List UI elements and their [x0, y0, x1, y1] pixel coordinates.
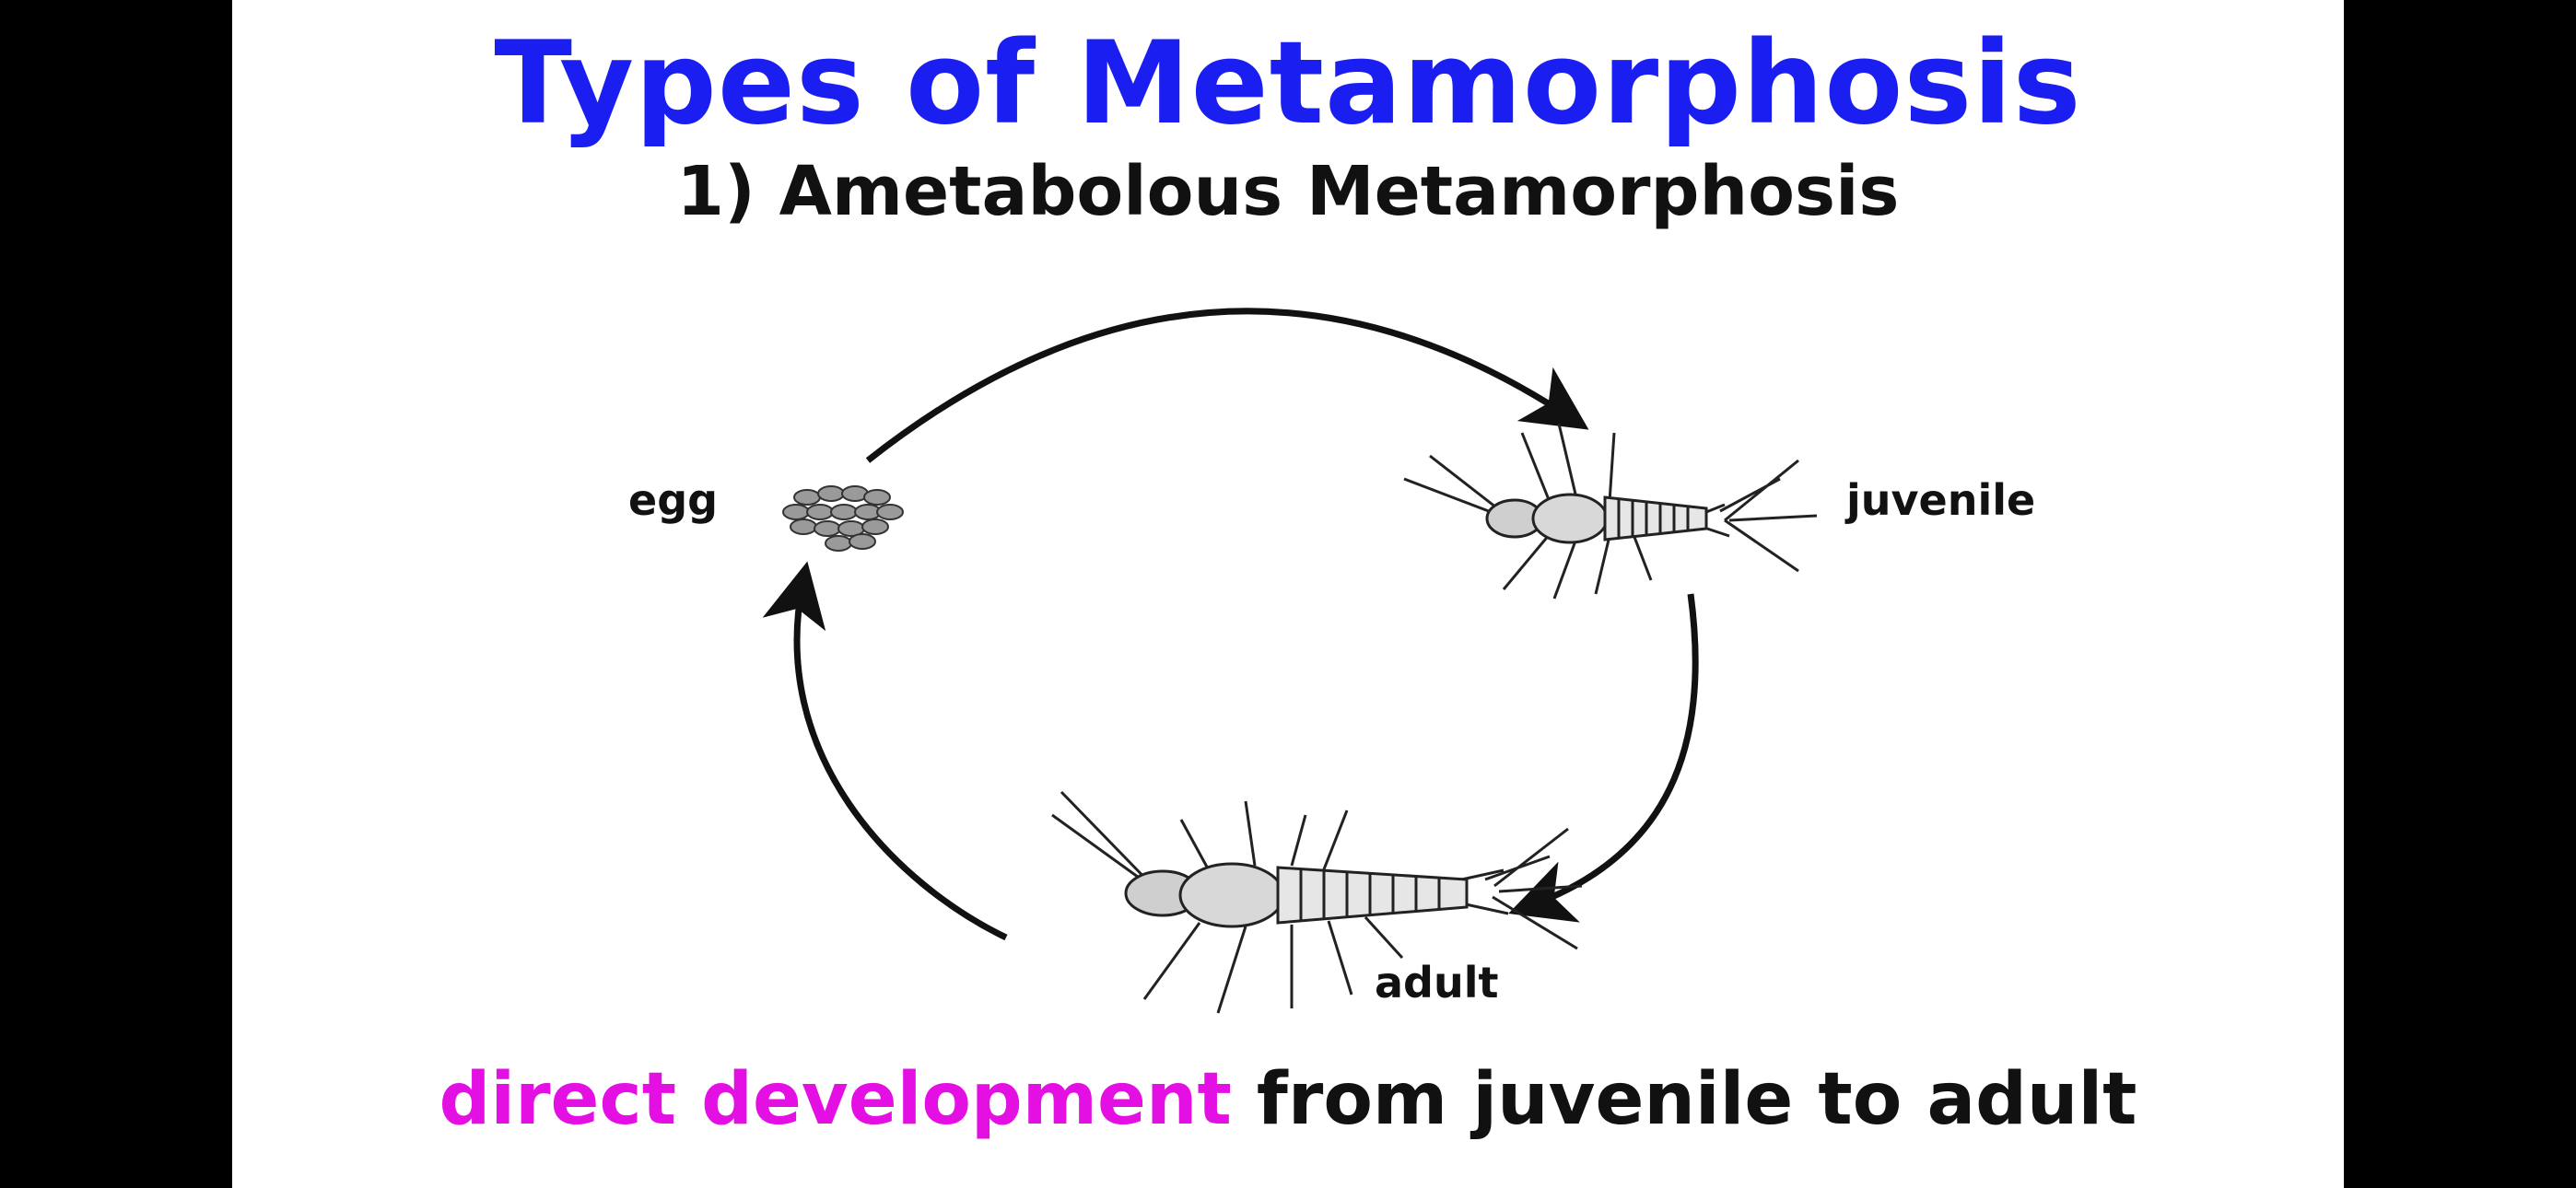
juvenile-insect-illustration [1403, 423, 1818, 600]
arrow-egg-to-juvenile [865, 308, 1589, 463]
egg-cluster-illustration [782, 485, 904, 552]
arrow-juvenile-to-adult [1508, 593, 1699, 923]
label-adult: adult [1375, 958, 1499, 1007]
label-egg: egg [628, 475, 719, 525]
caption-rest: from juvenile to adult [1256, 1058, 2137, 1141]
slide-subtitle: 1) Ametabolous Metamorphosis [676, 152, 1900, 231]
adult-insect-illustration [1051, 790, 1583, 1014]
label-juvenile: juvenile [1846, 475, 2036, 525]
slide-title: Types of Metamorphosis [494, 17, 2082, 150]
slide: Types of Metamorphosis 1) Ametabolous Me… [232, 0, 2344, 1188]
caption-highlight: direct development [439, 1058, 1232, 1141]
life-cycle-diagram [762, 308, 1818, 1014]
arrow-adult-to-egg [762, 561, 1008, 941]
slide-caption: direct development from juvenile to adul… [232, 1058, 2344, 1142]
